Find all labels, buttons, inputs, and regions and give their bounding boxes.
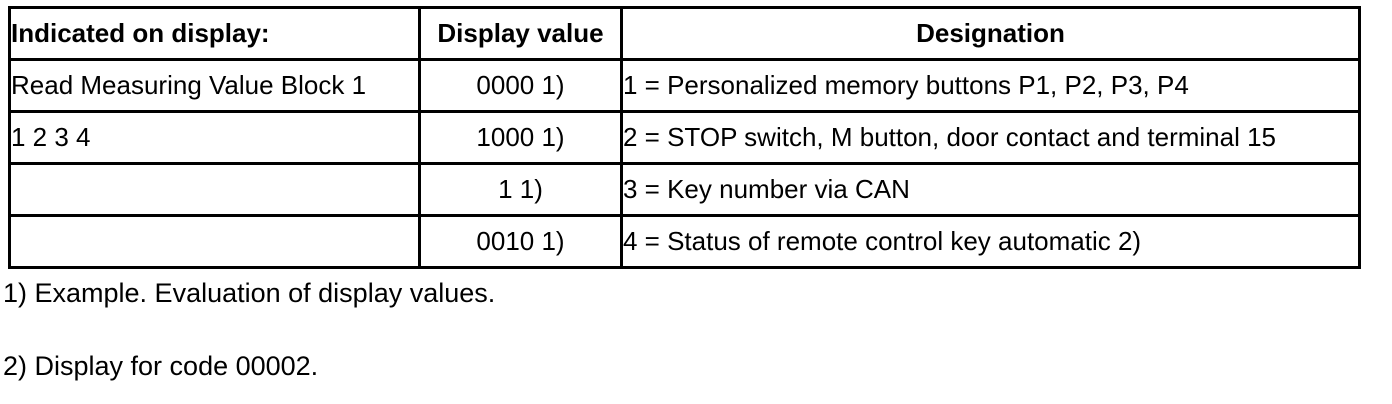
cell-indicated bbox=[8, 214, 421, 269]
table-row: 1 2 3 4 1000 1) 2 = STOP switch, M butto… bbox=[8, 110, 1361, 165]
display-values-table: Indicated on display: Display value Desi… bbox=[8, 6, 1361, 269]
table-row: Read Measuring Value Block 1 0000 1) 1 =… bbox=[8, 58, 1361, 113]
cell-value: 0010 1) bbox=[418, 214, 623, 269]
header-indicated-on-display: Indicated on display: bbox=[8, 6, 421, 61]
header-display-value: Display value bbox=[418, 6, 623, 61]
cell-designation: 1 = Personalized memory buttons P1, P2, … bbox=[620, 58, 1361, 113]
table-header-row: Indicated on display: Display value Desi… bbox=[8, 6, 1361, 61]
cell-value: 0000 1) bbox=[418, 58, 623, 113]
cell-indicated: 1 2 3 4 bbox=[8, 110, 421, 165]
cell-indicated bbox=[8, 162, 421, 217]
table-row: 1 1) 3 = Key number via CAN bbox=[8, 162, 1361, 217]
footnote-display-code: 2) Display for code 00002. bbox=[3, 351, 319, 381]
footnote-example-evaluation: 1) Example. Evaluation of display values… bbox=[3, 278, 496, 308]
cell-designation: 3 = Key number via CAN bbox=[620, 162, 1361, 217]
cell-indicated: Read Measuring Value Block 1 bbox=[8, 58, 421, 113]
cell-designation: 2 = STOP switch, M button, door contact … bbox=[620, 110, 1361, 165]
header-designation: Designation bbox=[620, 6, 1361, 61]
cell-value: 1000 1) bbox=[418, 110, 623, 165]
cell-value: 1 1) bbox=[418, 162, 623, 217]
table-row: 0010 1) 4 = Status of remote control key… bbox=[8, 214, 1361, 269]
cell-designation: 4 = Status of remote control key automat… bbox=[620, 214, 1361, 269]
